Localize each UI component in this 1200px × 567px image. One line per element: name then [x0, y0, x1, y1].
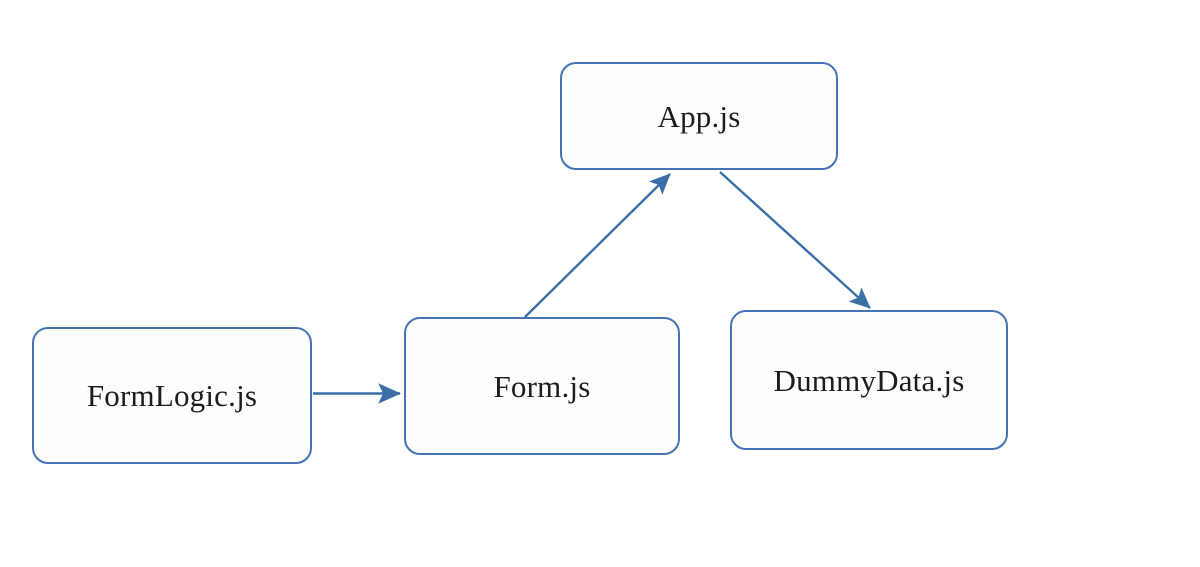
node-dummydata-js[interactable]: DummyData.js — [730, 310, 1008, 450]
edge-app-to-dummydata — [719, 171, 871, 309]
node-form-js[interactable]: Form.js — [404, 317, 680, 455]
node-form-js-label: Form.js — [493, 368, 591, 404]
node-dummydata-js-label: DummyData.js — [773, 362, 965, 398]
node-formlogic-js-label: FormLogic.js — [86, 378, 258, 413]
edge-form-to-app — [524, 173, 671, 318]
node-formlogic-js[interactable]: FormLogic.js — [32, 327, 312, 464]
node-app-js-label: App.js — [657, 98, 741, 134]
node-app-js[interactable]: App.js — [560, 62, 838, 170]
